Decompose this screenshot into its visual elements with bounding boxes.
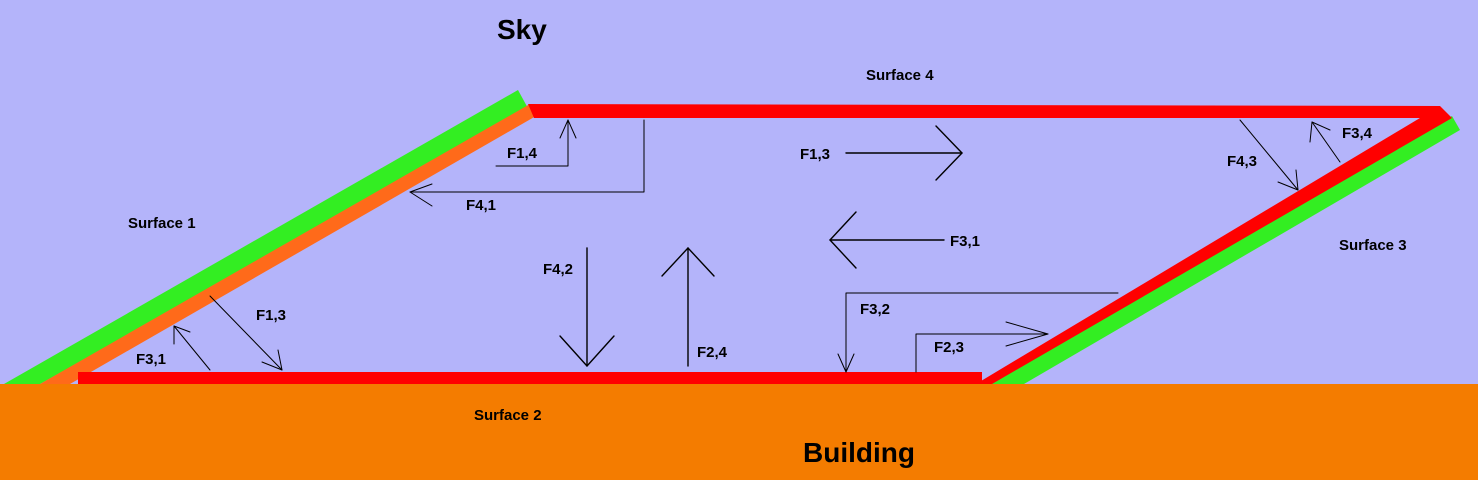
surface4-label: Surface 4 (866, 67, 934, 84)
f34-label: F3,4 (1342, 125, 1373, 142)
f43-arrow (1239, 119, 1299, 191)
f31-left-label: F3,1 (136, 351, 166, 368)
f41-arrowhead (409, 183, 433, 207)
surface2-label: Surface 2 (474, 407, 542, 424)
surface1-inner-layer (40, 104, 536, 384)
surface4-layer (528, 104, 1440, 118)
f24-label: F2,4 (697, 344, 728, 361)
f14-label: F1,4 (507, 145, 538, 162)
f14-arrow (495, 119, 569, 167)
f13-left-label: F1,3 (256, 307, 286, 324)
f23-arrowhead (1005, 321, 1049, 347)
f31-left-arrowhead (173, 325, 191, 345)
building-label: Building (803, 437, 915, 468)
f13-top-label: F1,3 (800, 146, 830, 163)
f43-arrowhead (1277, 169, 1299, 191)
surface3-inner-layer (976, 106, 1452, 384)
f43-label: F4,3 (1227, 153, 1257, 170)
f13-left-arrowhead (261, 349, 283, 371)
f31-mid-label: F3,1 (950, 233, 980, 250)
surface1-label: Surface 1 (128, 215, 196, 232)
f32-arrowhead (837, 353, 855, 373)
sky-label: Sky (497, 14, 547, 45)
f32-label: F3,2 (860, 301, 890, 318)
f41-arrow (409, 119, 645, 193)
f34-arrow (1311, 121, 1341, 163)
f42-arrowhead (559, 335, 615, 367)
building-region (0, 384, 1478, 480)
f13-top-arrowhead (935, 125, 963, 181)
f23-arrow (915, 333, 1049, 373)
surface1-outer-layer (4, 90, 530, 384)
f31-left-arrow (173, 325, 211, 371)
f32-arrow (845, 292, 1119, 373)
surface2-layer (78, 372, 982, 384)
f31-mid-arrowhead (829, 211, 857, 269)
f24-arrowhead (661, 247, 715, 277)
f34-arrowhead (1309, 121, 1331, 143)
f13-left-arrow (209, 295, 283, 371)
surface3-label: Surface 3 (1339, 237, 1407, 254)
f23-label: F2,3 (934, 339, 964, 356)
f41-label: F4,1 (466, 197, 496, 214)
f42-label: F4,2 (543, 261, 573, 278)
f14-arrowhead (559, 119, 577, 139)
